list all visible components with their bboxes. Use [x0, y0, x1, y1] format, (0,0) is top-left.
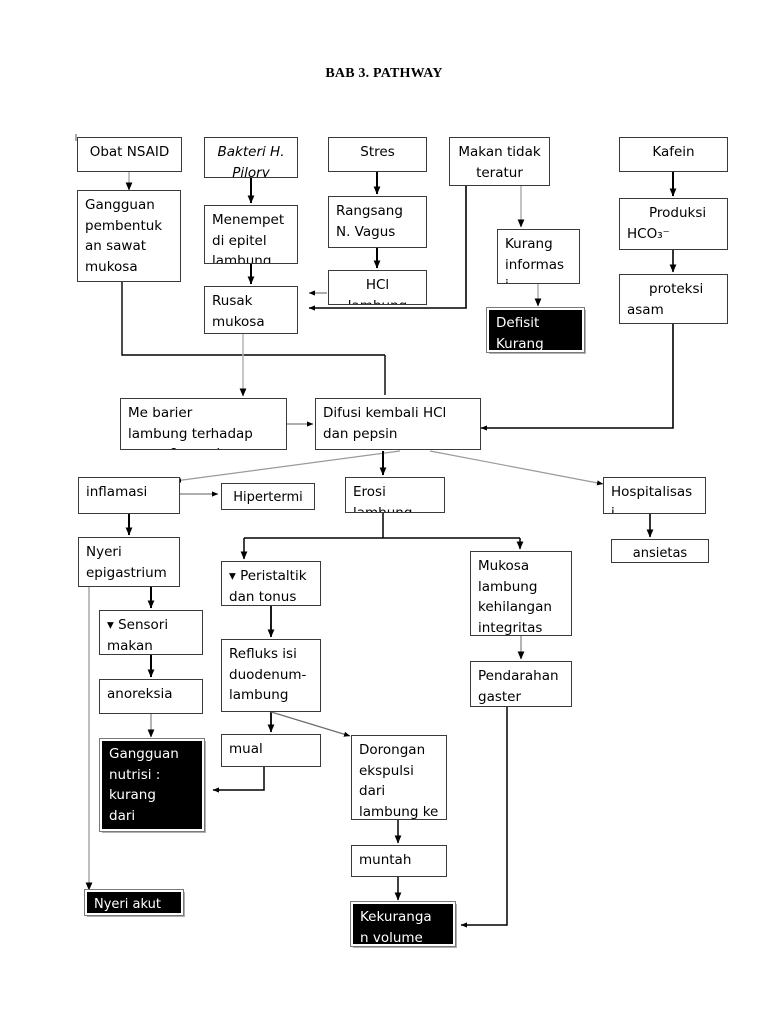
node-muntah[interactable]: muntah [351, 845, 447, 877]
node-gangguan-nutrisi[interactable]: Gangguan nutrisi : kurang dari kebutuhan [99, 738, 205, 832]
node-stres[interactable]: Stres [328, 137, 427, 172]
node-obat-nsaid[interactable]: Obat NSAID [77, 137, 182, 172]
node-proteksi-asam[interactable]: proteksi asam [619, 274, 728, 324]
node-defisit-kurang[interactable]: Defisit Kurang [486, 307, 585, 353]
node-rusak-mukosa-lambung[interactable]: Rusak mukosa lambung [204, 286, 298, 334]
node-sensori-makan[interactable]: ▾ Sensori makan [99, 610, 203, 655]
node-produksi-hco3[interactable]: Produksi HCO₃⁻ [619, 198, 728, 250]
node-rangsang-n-vagus[interactable]: Rangsang N. Vagus [328, 196, 427, 248]
node-me-barier-lambung[interactable]: Me barier lambung terhadap asam & pepsin [120, 398, 287, 450]
node-kekurangan-volume[interactable]: Kekuranga n volume [350, 901, 456, 947]
page-title: BAB 3. PATHWAY [325, 66, 443, 81]
node-anoreksia[interactable]: anoreksia [99, 679, 203, 714]
node-refluks-isi-duodenum-lambung[interactable]: Refluks isi duodenum- lambung [221, 639, 321, 712]
node-kafein[interactable]: Kafein [619, 137, 728, 172]
node-erosi-lambung[interactable]: Erosi lambung [345, 477, 445, 513]
node-pendarahan-gaster[interactable]: Pendarahan gaster [470, 661, 572, 707]
node-peristaltik-dan-tonus[interactable]: ▾ Peristaltik dan tonus [221, 561, 321, 606]
node-inflamasi[interactable]: inflamasi [78, 477, 180, 514]
node-hcl-lambung[interactable]: HCl lambung [328, 270, 427, 305]
node-nyeri-akut[interactable]: Nyeri akut [84, 889, 184, 916]
node-hospitalisasi[interactable]: Hospitalisas i [603, 477, 706, 514]
node-difusi-kembali-hcl-pepsin[interactable]: Difusi kembali HCl dan pepsin [315, 398, 481, 450]
node-menempet-di-epitel-lambung[interactable]: Menempet di epitel lambung [204, 205, 298, 264]
node-hipertermi[interactable]: Hipertermi [221, 483, 315, 510]
node-dorongan-ekspulsi[interactable]: Dorongan ekspulsi dari lambung ke [351, 735, 447, 820]
node-makan-tidak-teratur[interactable]: Makan tidak teratur [449, 137, 550, 186]
node-nyeri-epigastrium[interactable]: Nyeri epigastrium [78, 537, 180, 587]
node-bakteri-h-pilory[interactable]: Bakteri H. Pilory [204, 137, 298, 178]
node-mual[interactable]: mual [221, 734, 321, 767]
node-gangguan-pembentukan-sawat-mukosa[interactable]: Gangguan pembentuk an sawat mukosa lambu… [77, 190, 181, 282]
node-mukosa-lambung-kehilangan-integritas[interactable]: Mukosa lambung kehilangan integritas [470, 551, 572, 636]
node-ansietas[interactable]: ansietas [611, 539, 709, 563]
node-kurang-informasi[interactable]: Kurang informas i [497, 229, 580, 284]
